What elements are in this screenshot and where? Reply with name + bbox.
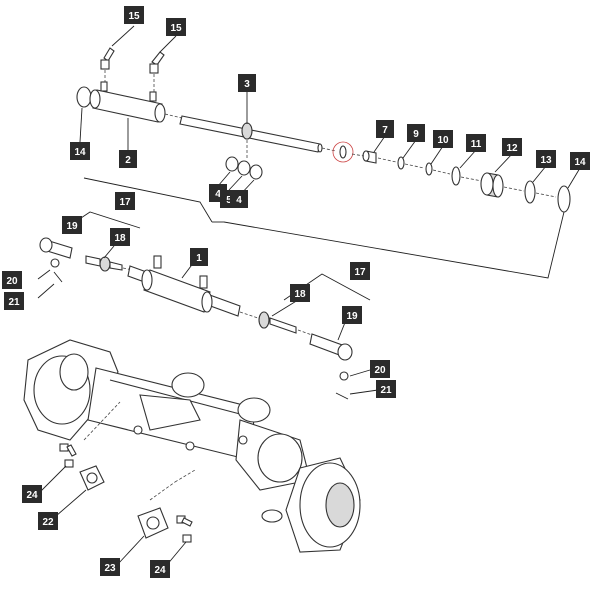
callout-19-right: 19 [342,306,362,324]
svg-text:20: 20 [6,276,18,287]
callout-3: 3 [238,74,256,92]
svg-text:18: 18 [114,233,126,244]
svg-text:20: 20 [374,365,386,376]
callout-21-left: 21 [4,292,24,310]
svg-text:21: 21 [8,297,20,308]
washer-4-a [225,156,239,172]
callout-7: 7 [376,120,394,138]
svg-text:13: 13 [540,155,552,166]
callout-18-left: 18 [110,228,130,246]
callout-24-left: 24 [22,485,42,503]
svg-text:22: 22 [42,517,54,528]
gasket-23 [137,507,169,539]
svg-text:11: 11 [471,139,482,150]
svg-text:15: 15 [170,23,182,34]
callout-21-right: 21 [376,380,396,398]
washer-5 [237,160,251,176]
cylinder-barrel [89,81,166,123]
o-ring-13 [524,180,536,204]
svg-text:18: 18 [294,289,306,300]
svg-text:2: 2 [125,155,131,166]
callout-10: 10 [433,130,453,148]
callout-17-left: 17 [115,192,135,210]
seal-9 [397,156,405,170]
callout-18-right: 18 [290,284,310,302]
svg-text:17: 17 [354,267,366,278]
gasket-22 [79,465,105,491]
svg-text:7: 7 [382,125,388,136]
callout-20-left: 20 [2,271,22,289]
callout-17-right: 17 [350,262,370,280]
svg-text:14: 14 [574,157,586,168]
callout-2: 2 [119,150,137,168]
callout-20-right: 20 [370,360,390,378]
seal [339,145,347,159]
ring-10 [425,162,433,176]
tie-rod-adjuster-right [258,311,297,334]
o-ring-11 [451,166,461,186]
callout-19-left: 19 [62,216,82,234]
svg-text:10: 10 [437,135,449,146]
svg-text:19: 19 [66,221,78,232]
tie-rod-right [309,333,353,400]
piston-rod [179,115,323,153]
svg-text:4: 4 [215,189,221,200]
svg-text:12: 12 [506,143,518,154]
bolt-24-right [176,515,193,543]
highlight-circle [332,141,354,163]
callout-1: 1 [190,248,208,266]
callout-4-b: 4 [230,190,248,208]
callout-14-left: 14 [70,142,90,160]
svg-text:24: 24 [26,490,38,501]
svg-text:5: 5 [226,195,232,206]
callout-22: 22 [38,512,58,530]
svg-text:4: 4 [236,195,242,206]
svg-text:21: 21 [380,385,392,396]
svg-text:3: 3 [244,79,250,90]
svg-text:17: 17 [119,197,131,208]
svg-text:23: 23 [104,563,116,574]
washer-4-b [249,164,263,180]
callout-24-right: 24 [150,560,170,578]
grease-fitting-right [149,51,165,74]
callouts: 15 15 3 14 2 7 9 10 [2,6,590,578]
tie-rod-left [39,237,73,283]
svg-text:24: 24 [154,565,166,576]
o-ring-14-left [76,86,92,108]
callout-15-left: 15 [124,6,144,24]
assembled-cylinder [127,255,241,317]
svg-text:1: 1 [196,253,202,264]
svg-text:14: 14 [74,147,86,158]
callout-23: 23 [100,558,120,576]
grease-fitting-left [100,47,115,70]
o-ring-14-right [557,185,571,213]
callout-13: 13 [536,150,556,168]
bracket-right [223,211,565,279]
callout-9: 9 [407,124,425,142]
bolt-24-left [59,443,77,468]
axle-housing [23,339,361,553]
bracket-left [83,177,213,223]
callout-11: 11 [466,134,486,152]
tie-rod-adjuster-left [85,255,123,272]
callout-12: 12 [502,138,522,156]
svg-text:19: 19 [346,311,358,322]
callout-14-right: 14 [570,152,590,170]
gland-12 [480,172,504,198]
svg-text:15: 15 [128,11,140,22]
callout-15-right: 15 [166,18,186,36]
svg-text:9: 9 [413,129,419,140]
steering-cylinder-exploded [76,47,571,213]
